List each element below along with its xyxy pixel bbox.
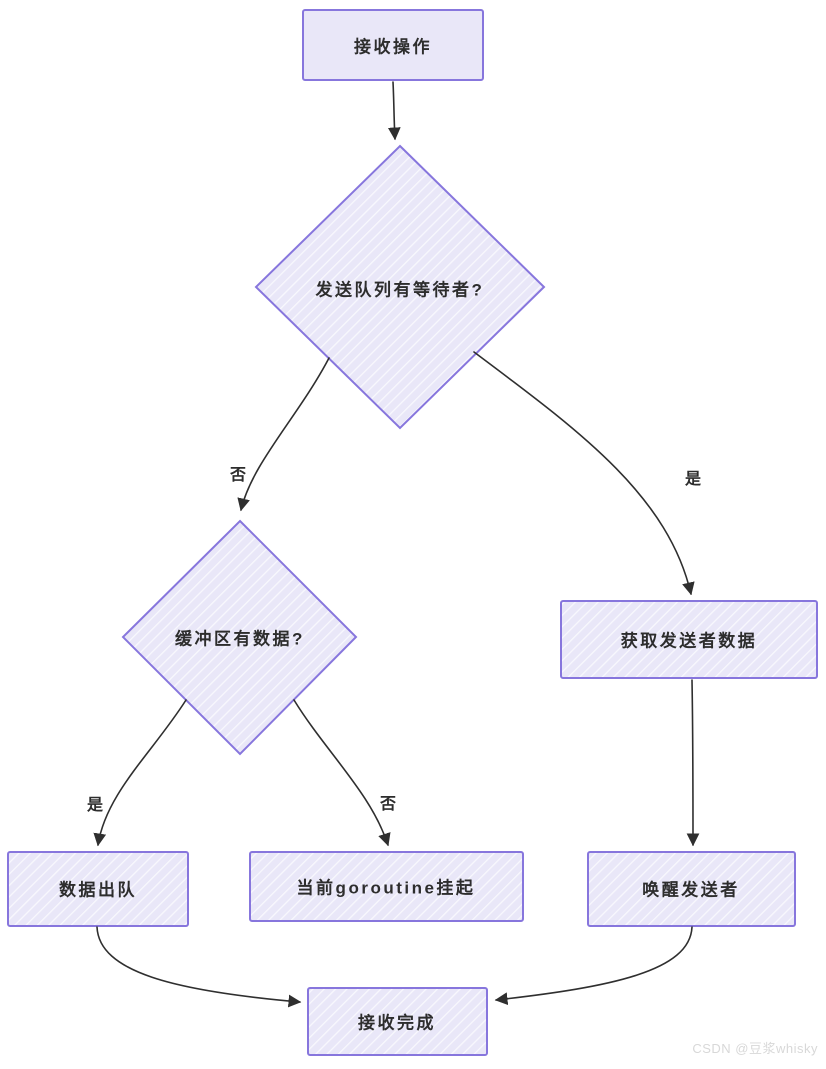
node-label-get-sender-data: 获取发送者数据 bbox=[620, 631, 758, 651]
edge-wake-sender-to-receive-done bbox=[494, 926, 693, 1006]
node-buffer-has-data bbox=[121, 519, 358, 756]
node-send-queue-waiters bbox=[254, 144, 546, 430]
edge-get-sender-data-to-wake-sender bbox=[686, 679, 700, 847]
watermark-text: CSDN @豆浆whisky bbox=[692, 1041, 818, 1056]
edge-buffer-has-data-to-goroutine-suspend bbox=[293, 699, 391, 847]
edge-label-no-to-buffer: 否 bbox=[226, 461, 250, 485]
edge-label-yes-to-get-sender: 是 bbox=[681, 465, 705, 489]
edge-send-queue-waiters-to-buffer-has-data bbox=[237, 357, 330, 512]
node-label-wake-sender: 唤醒发送者 bbox=[642, 880, 740, 900]
edge-receive-op-to-send-queue-waiters bbox=[387, 81, 401, 141]
node-wake-sender bbox=[587, 851, 796, 927]
node-label-goroutine-suspend: 当前goroutine挂起 bbox=[296, 878, 476, 898]
edge-buffer-has-data-to-data-dequeue bbox=[93, 699, 187, 847]
node-receive-op bbox=[302, 9, 484, 81]
node-label-data-dequeue: 数据出队 bbox=[59, 880, 137, 900]
edge-label-yes-to-dequeue: 是 bbox=[83, 791, 107, 815]
edge-send-queue-waiters-to-get-sender-data bbox=[473, 351, 695, 596]
edge-data-dequeue-to-receive-done bbox=[96, 926, 302, 1008]
node-data-dequeue bbox=[7, 851, 189, 927]
node-receive-done bbox=[307, 987, 488, 1056]
node-label-buffer-has-data: 缓冲区有数据? bbox=[175, 629, 305, 649]
node-get-sender-data bbox=[560, 600, 818, 679]
node-label-receive-op: 接收操作 bbox=[354, 37, 432, 57]
node-goroutine-suspend bbox=[249, 851, 524, 922]
edge-label-no-to-suspend: 否 bbox=[376, 790, 400, 814]
node-label-send-queue-waiters: 发送队列有等待者? bbox=[315, 280, 485, 300]
node-label-receive-done: 接收完成 bbox=[358, 1013, 436, 1033]
